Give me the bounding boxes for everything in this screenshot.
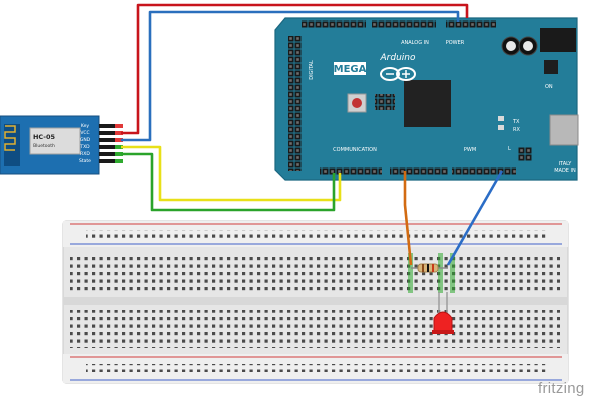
hc05-bluetooth-module: HC-05 Bluetooth Key VCC GND TXD RXD Stat…: [0, 115, 123, 175]
wire-orange: [403, 171, 413, 266]
power-jack: [540, 28, 576, 52]
bt-pin-rxd: RXD: [80, 151, 90, 157]
header-power: [446, 20, 496, 28]
mega-badge: [334, 62, 366, 75]
bt-pin-key: Key: [81, 123, 89, 129]
analog-in-label: ANALOG IN: [401, 40, 429, 46]
pwm-label: PWM: [464, 147, 476, 153]
board-model-label: MEGA: [334, 64, 367, 75]
arduino-logo-icon: [380, 67, 416, 81]
arduino-mega-board: MEGA Arduino ANALOG IN POWER COMMUNICATI…: [274, 17, 579, 181]
header-pwm-b: [452, 167, 516, 175]
red-led: [432, 292, 454, 334]
header-digital-left: [288, 36, 302, 171]
on-label: ON: [545, 84, 553, 90]
wire-txd-yellow: [121, 145, 342, 202]
country-label: ITALY: [559, 161, 573, 167]
resistor: [411, 263, 448, 273]
lower-terminal-holes: [70, 310, 560, 348]
wire-gnd-blue: [121, 10, 460, 142]
top-power-rail-holes: [86, 230, 546, 238]
wire-rxd-green: [121, 152, 336, 212]
bt-pin-txd: TXD: [79, 144, 90, 150]
antenna-icon: [4, 125, 16, 151]
bt-model-label: HC-05: [33, 133, 56, 141]
usb-port: [549, 114, 579, 146]
upper-terminal-holes: [70, 253, 560, 291]
power-label: POWER: [446, 40, 465, 46]
made-in-label: MADE IN: [554, 168, 576, 174]
bt-subtitle-label: Bluetooth: [33, 143, 55, 149]
header-top-2: [372, 20, 436, 28]
communication-label: COMMUNICATION: [333, 147, 377, 153]
wire-vcc-red: [121, 3, 469, 135]
fritzing-watermark: fritzing: [538, 380, 585, 397]
l-label: L: [508, 146, 511, 152]
header-top-1: [302, 20, 366, 28]
breadboard: [62, 220, 569, 384]
bt-pin-vcc: VCC: [80, 130, 89, 136]
mcu-chip: [404, 80, 451, 127]
board-brand-label: Arduino: [380, 53, 416, 63]
bt-chip: [29, 127, 81, 155]
wire-blue-gnd: [446, 170, 504, 266]
header-communication: [320, 167, 382, 175]
header-pwm-a: [390, 167, 448, 175]
bt-pin-state: State: [79, 158, 91, 164]
bt-pin-gnd: GND: [80, 137, 91, 143]
center-channel: [63, 297, 568, 305]
bottom-power-rail-holes: [86, 364, 546, 372]
rx-label: RX: [513, 127, 520, 133]
digital-label: DIGITAL: [309, 60, 315, 80]
tx-label: TX: [512, 119, 520, 125]
